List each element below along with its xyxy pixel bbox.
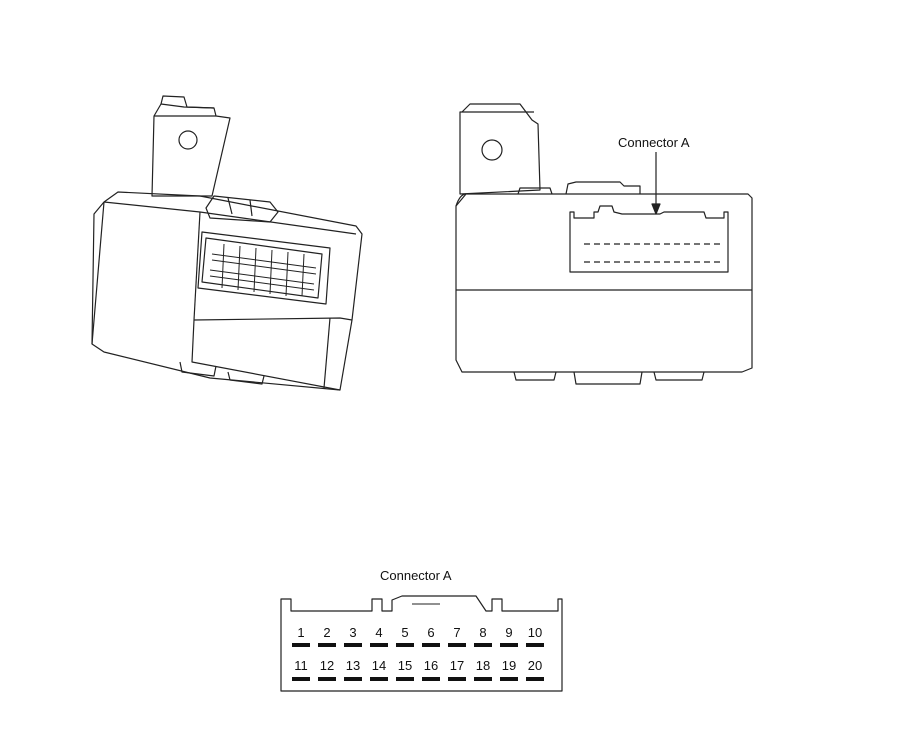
pin-label-18: 18 [476,658,490,673]
pin-row-top: 1 2 3 4 5 6 7 8 9 10 [292,625,544,647]
bracket-hole [178,130,198,150]
pin-bar-5 [396,643,414,647]
pin-label-10: 10 [528,625,542,640]
pin-label-5: 5 [401,625,408,640]
pin-label-13: 13 [346,658,360,673]
pin-bar-15 [396,677,414,681]
pin-label-14: 14 [372,658,386,673]
pin-bar-2 [318,643,336,647]
pin-label-3: 3 [349,625,356,640]
pin-bar-10 [526,643,544,647]
front-bracket [459,103,541,195]
pin-bar-4 [370,643,388,647]
mounting-bracket [151,95,231,197]
pin-bar-20 [526,677,544,681]
front-bracket-hole [481,139,503,161]
pin-label-15: 15 [398,658,412,673]
pin-bar-6 [422,643,440,647]
pin-bar-19 [500,677,518,681]
pin-label-11: 11 [294,658,308,673]
pin-bar-3 [344,643,362,647]
pin-label-8: 8 [479,625,486,640]
pin-bar-12 [318,677,336,681]
pin-bar-9 [500,643,518,647]
pin-label-1: 1 [297,625,304,640]
pin-label-9: 9 [505,625,512,640]
connector-a-title: Connector A [380,568,452,583]
pin-label-20: 20 [528,658,542,673]
module-perspective-view [91,95,363,391]
pin-bar-13 [344,677,362,681]
pin-bar-7 [448,643,466,647]
pin-label-12: 12 [320,658,334,673]
pin-bar-14 [370,677,388,681]
pin-label-2: 2 [323,625,330,640]
pin-row-bottom: 11 12 13 14 15 16 17 18 19 20 [292,658,544,681]
connector-recess-perspective [197,231,331,305]
connector-a-housing [280,595,563,692]
pin-label-6: 6 [427,625,434,640]
pin-bar-18 [474,677,492,681]
pin-bar-1 [292,643,310,647]
connector-a-callout-label: Connector A [618,135,690,150]
pin-label-17: 17 [450,658,464,673]
pin-label-16: 16 [424,658,438,673]
pin-bar-11 [292,677,310,681]
pin-bar-16 [422,677,440,681]
module-front-view [455,103,753,385]
pin-label-19: 19 [502,658,516,673]
module-body [91,191,363,391]
connector-front-view [569,205,729,273]
front-body [455,193,753,373]
pin-label-4: 4 [375,625,382,640]
pin-bar-8 [474,643,492,647]
pin-label-7: 7 [453,625,460,640]
pin-bar-17 [448,677,466,681]
